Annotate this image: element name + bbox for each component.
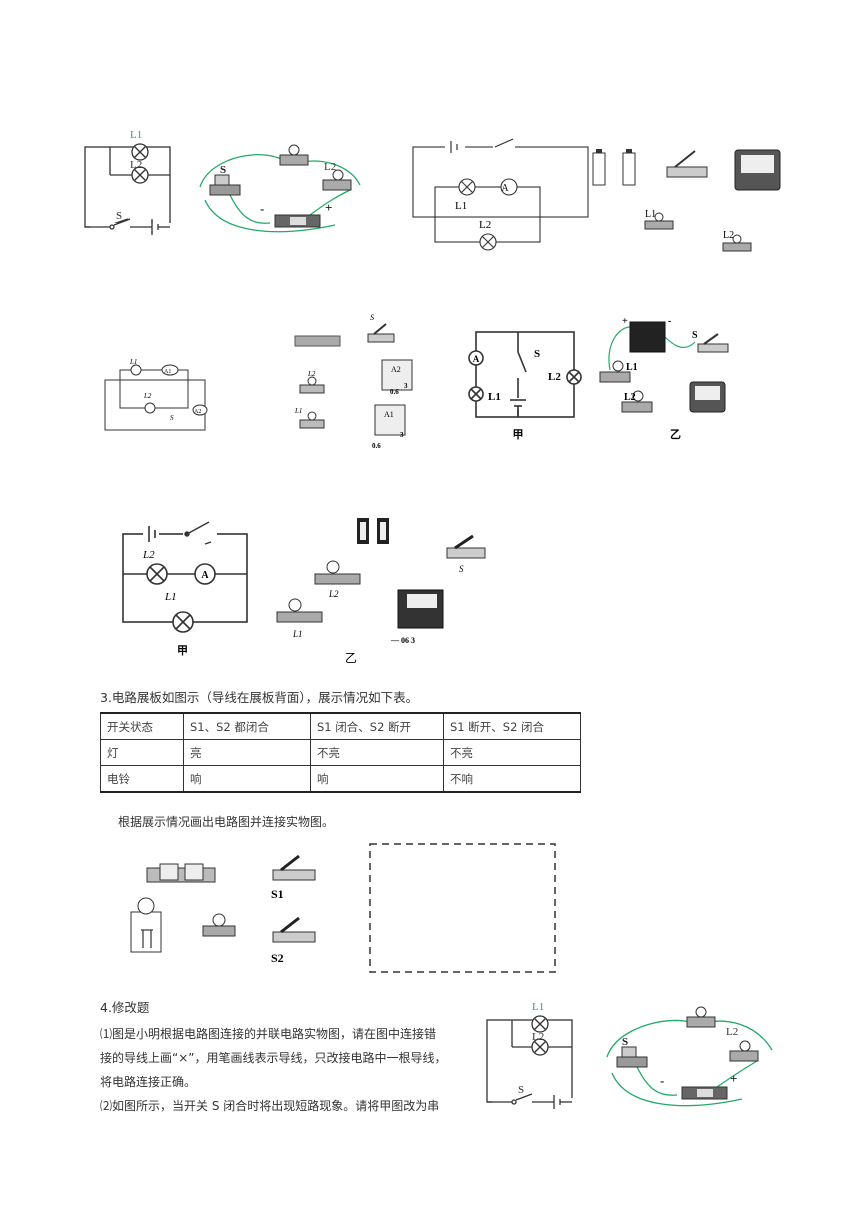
label-s-photo: S <box>370 313 374 322</box>
table-row: 灯 亮 不亮 不亮 <box>100 739 581 766</box>
label-l1: L1 <box>130 129 142 141</box>
label-s-sym: S <box>518 1084 524 1096</box>
figure-jia-yi-2: A L2 L1 甲 L2 L1 S — 06 3 乙 <box>122 518 486 665</box>
label-l2: L2 <box>548 371 561 383</box>
label-s-photo: S <box>692 330 698 341</box>
table-row: 开关状态 S1、S2 都闭合 S1 闭合、S2 断开 S1 断开、S2 闭合 <box>100 712 581 740</box>
table-row: 电铃 响 响 不响 <box>100 765 581 793</box>
q4-paragraph-1: ⑴图是小明根据电路图连接的并联电路实物图，请在图中连接错 接的导线上画“×”，用… <box>100 1022 470 1118</box>
table-cell: 电铃 <box>100 765 184 793</box>
range-label: — 06 3 <box>390 636 415 645</box>
label-s1: S1 <box>271 887 284 901</box>
label-l2-photo: L2 <box>307 370 316 378</box>
figure-components: S1 S2 <box>130 843 556 973</box>
label-l2: L2 <box>142 549 155 561</box>
q3-heading: 3.电路展板如图示（导线在展板背面），展示情况如下表。 <box>100 690 419 705</box>
range-3-b: 3 <box>400 431 404 439</box>
range-06: 0.6 <box>390 388 399 396</box>
figure-two-ammeters: L1 L2 A1 A2 S S L2 L1 A2 0.6 3 A1 0.6 3 <box>104 313 413 450</box>
label-l1: L1 <box>164 591 177 603</box>
figure-parallel-circuit-2: A L1 L2 L1 L2 <box>412 138 781 252</box>
label-s2: S2 <box>271 951 284 965</box>
table-cell: S1、S2 都闭合 <box>183 712 311 740</box>
table-cell: 开关状态 <box>100 712 184 740</box>
label-l1: L1 <box>129 358 137 366</box>
caption-yi: 乙 <box>345 651 357 665</box>
label-l2-photo: L2 <box>723 230 734 241</box>
label-a1: A1 <box>164 369 171 375</box>
label-l2-photo: L2 <box>726 1026 738 1038</box>
label-a2: A2 <box>194 409 201 415</box>
table-cell: 不亮 <box>310 739 444 766</box>
table-cell: S1 闭合、S2 断开 <box>310 712 444 740</box>
label-l1: L1 <box>532 1001 544 1013</box>
caption-jia: 甲 <box>177 644 188 657</box>
figure-jia-yi-1: A S L1 L2 甲 + - S L1 L2 乙 <box>468 316 729 441</box>
label-l1: L1 <box>455 200 467 212</box>
label-l2-photo: L2 <box>324 161 336 173</box>
state-table: 开关状态 S1、S2 都闭合 S1 闭合、S2 断开 S1 断开、S2 闭合 灯… <box>100 712 581 793</box>
figure-parallel-circuit-3: L1 L2 S S L2 - + <box>486 1001 773 1109</box>
q3-instruction: 根据展示情况画出电路图并连接实物图。 <box>118 815 335 829</box>
label-s: S <box>220 164 226 176</box>
caption-jia: 甲 <box>513 428 524 441</box>
drawing-area <box>369 843 556 973</box>
label-s: S <box>170 414 174 422</box>
table-cell: 不响 <box>443 765 581 793</box>
table-cell: 响 <box>310 765 444 793</box>
label-a2-photo: A2 <box>391 365 401 374</box>
label-plus: + <box>325 200 332 215</box>
ammeter-a: A <box>501 183 509 194</box>
label-minus: - <box>668 316 671 327</box>
label-plus: + <box>622 316 628 327</box>
label-a1-photo: A1 <box>384 410 394 419</box>
label-l2-photo: L2 <box>328 589 339 599</box>
label-l1-photo: L1 <box>626 362 638 373</box>
label-plus: + <box>730 1071 737 1086</box>
label-s: S <box>622 1036 628 1048</box>
q4-line: 接的导线上画“×”，用笔画线表示导线，只改接电路中一根导线， <box>100 1051 447 1065</box>
q4-line: ⑵如图所示，当开关 S 闭合时将出现短路现象。请将甲图改为串 <box>100 1099 440 1113</box>
label-l1-photo: L1 <box>292 629 303 639</box>
range-06-b: 0.6 <box>372 442 381 450</box>
label-l2: L2 <box>532 1031 544 1043</box>
figure-parallel-circuit-1: L1 L2 S S L2 - + <box>84 129 361 235</box>
label-l2-photo: L2 <box>624 392 636 403</box>
range-3: 3 <box>404 382 408 390</box>
caption-yi: 乙 <box>670 428 681 441</box>
q4-line: ⑴图是小明根据电路图连接的并联电路实物图，请在图中连接错 <box>100 1027 437 1041</box>
label-minus: - <box>660 1073 664 1088</box>
label-l1: L1 <box>488 391 501 403</box>
table-cell: S1 断开、S2 闭合 <box>443 712 581 740</box>
label-l1-photo: L1 <box>645 209 656 220</box>
label-l2: L2 <box>130 159 142 171</box>
label-l1-photo: L1 <box>294 407 302 415</box>
label-s-sym: S <box>116 210 122 222</box>
label-l2: L2 <box>143 392 152 400</box>
label-s: S <box>534 348 540 360</box>
table-cell: 亮 <box>183 739 311 766</box>
q4-line: 将电路连接正确。 <box>100 1075 197 1089</box>
label-l2: L2 <box>479 219 491 231</box>
table-cell: 响 <box>183 765 311 793</box>
q4-heading: 4.修改题 <box>100 1000 150 1015</box>
ammeter-a: A <box>201 570 209 581</box>
label-minus: - <box>260 201 264 216</box>
label-s-photo: S <box>459 564 464 574</box>
table-cell: 灯 <box>100 739 184 766</box>
table-cell: 不亮 <box>443 739 581 766</box>
ammeter-a: A <box>473 354 480 364</box>
